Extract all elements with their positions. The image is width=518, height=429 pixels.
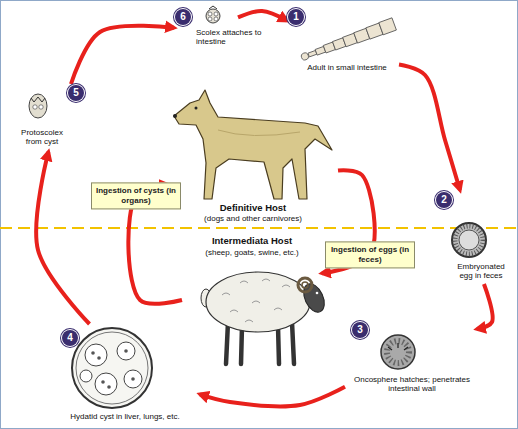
protoscolex-dot: [131, 377, 135, 381]
scolex-sucker: [208, 17, 212, 21]
protoscolex-dot: [101, 380, 105, 384]
sheep-eye: [316, 292, 319, 295]
sheep-leg: [292, 322, 294, 364]
stage-node: 4Hydatid cyst in liver, lungs, etc.: [50, 324, 200, 426]
callout-number: 3: [352, 322, 368, 338]
sheep-illustration: [206, 272, 310, 332]
cycle-arrow: [36, 152, 89, 324]
scolex-icon: [206, 9, 220, 23]
brood-capsule: [124, 370, 142, 388]
sheep-leg: [241, 326, 242, 364]
host-divider: [0, 227, 518, 229]
dog-illustration: [174, 90, 332, 199]
stage-node: 3Oncosphere hatches; penetrates intestin…: [345, 320, 477, 400]
host-node: Definitive Host(dogs and other carnivore…: [168, 86, 338, 224]
worm-segment: [379, 18, 397, 35]
edge-label: Ingestion of cysts (in organs): [91, 182, 181, 209]
stage-caption: Scolex attaches to intestine: [196, 28, 264, 46]
host-label: Intermediata Host: [182, 236, 322, 247]
cycle-arrow: [477, 284, 493, 329]
cycle-arrow: [200, 387, 345, 407]
stage-caption: Embryonated egg in feces: [452, 262, 510, 280]
oncosphere-hooks: [388, 343, 408, 350]
brood-capsule: [95, 373, 117, 395]
protoscolex-hooks: [31, 97, 45, 102]
stage-caption: Adult in small intestine: [295, 63, 399, 72]
egg-embryo: [459, 230, 479, 250]
brood-capsule: [80, 370, 92, 382]
protoscolex-sucker: [39, 105, 43, 109]
cyst-wall: [76, 332, 148, 404]
stage-node: 2Embryonated egg in feces: [436, 190, 512, 284]
protoscolex-sucker: [33, 105, 37, 109]
sheep-horn: [298, 278, 312, 292]
sheep-leg: [278, 326, 279, 364]
protoscolex-icon: [29, 94, 47, 118]
scolex-hooks: [209, 6, 217, 9]
protoscolex-dot: [107, 385, 111, 389]
cycle-arrow: [399, 65, 460, 190]
cycle-arrow: [238, 11, 287, 21]
stage-caption: Protoscolex from cyst: [16, 128, 68, 146]
dog-shading: [218, 130, 300, 136]
dog-nose: [173, 114, 177, 118]
brood-capsule: [85, 344, 107, 366]
egg-shell: [452, 223, 486, 257]
host-label: Definitive Host: [168, 203, 338, 214]
callout-number: 6: [175, 9, 191, 25]
protoscolex-dot: [97, 356, 101, 360]
oncosphere-texture: [387, 341, 409, 363]
cycle-arrow: [71, 26, 174, 84]
stage-node: 6Scolex attaches to intestine: [174, 6, 238, 46]
protoscolex-dot: [124, 349, 128, 353]
scolex-sucker: [214, 12, 218, 16]
sheep-wool: [222, 279, 290, 322]
oncosphere-icon: [381, 335, 415, 369]
sheep-leg: [226, 322, 228, 364]
stage-caption: Hydatid cyst in liver, lungs, etc.: [50, 412, 200, 421]
stage-node: 1Adult in small intestine: [287, 7, 399, 77]
scolex-sucker: [214, 17, 218, 21]
adult-worm: [299, 18, 396, 64]
sheep-head: [300, 281, 329, 316]
callout-number: 1: [288, 9, 304, 25]
sheep-horn: [302, 282, 308, 288]
callout-number: 5: [68, 85, 84, 101]
callout-number: 2: [436, 192, 452, 208]
host-description: (sheep, goats, swine, etc.): [182, 248, 322, 257]
stage-caption: Oncosphere hatches; penetrates intestina…: [353, 375, 471, 393]
protoscolex-dot: [91, 351, 95, 355]
host-description: (dogs and other carnivores): [168, 214, 338, 223]
stage-node: 5Protoscolex from cyst: [16, 84, 88, 152]
scolex-sucker: [208, 12, 212, 16]
edge-label: Ingestion of eggs (in feces): [325, 241, 415, 268]
dog-eye: [195, 107, 198, 110]
hydatid-cyst: [72, 328, 152, 408]
brood-capsule: [117, 342, 135, 360]
callout-number: 4: [62, 330, 78, 346]
egg-striations: [455, 226, 483, 254]
host-node: Intermediata Host(sheep, goats, swine, e…: [182, 232, 322, 368]
